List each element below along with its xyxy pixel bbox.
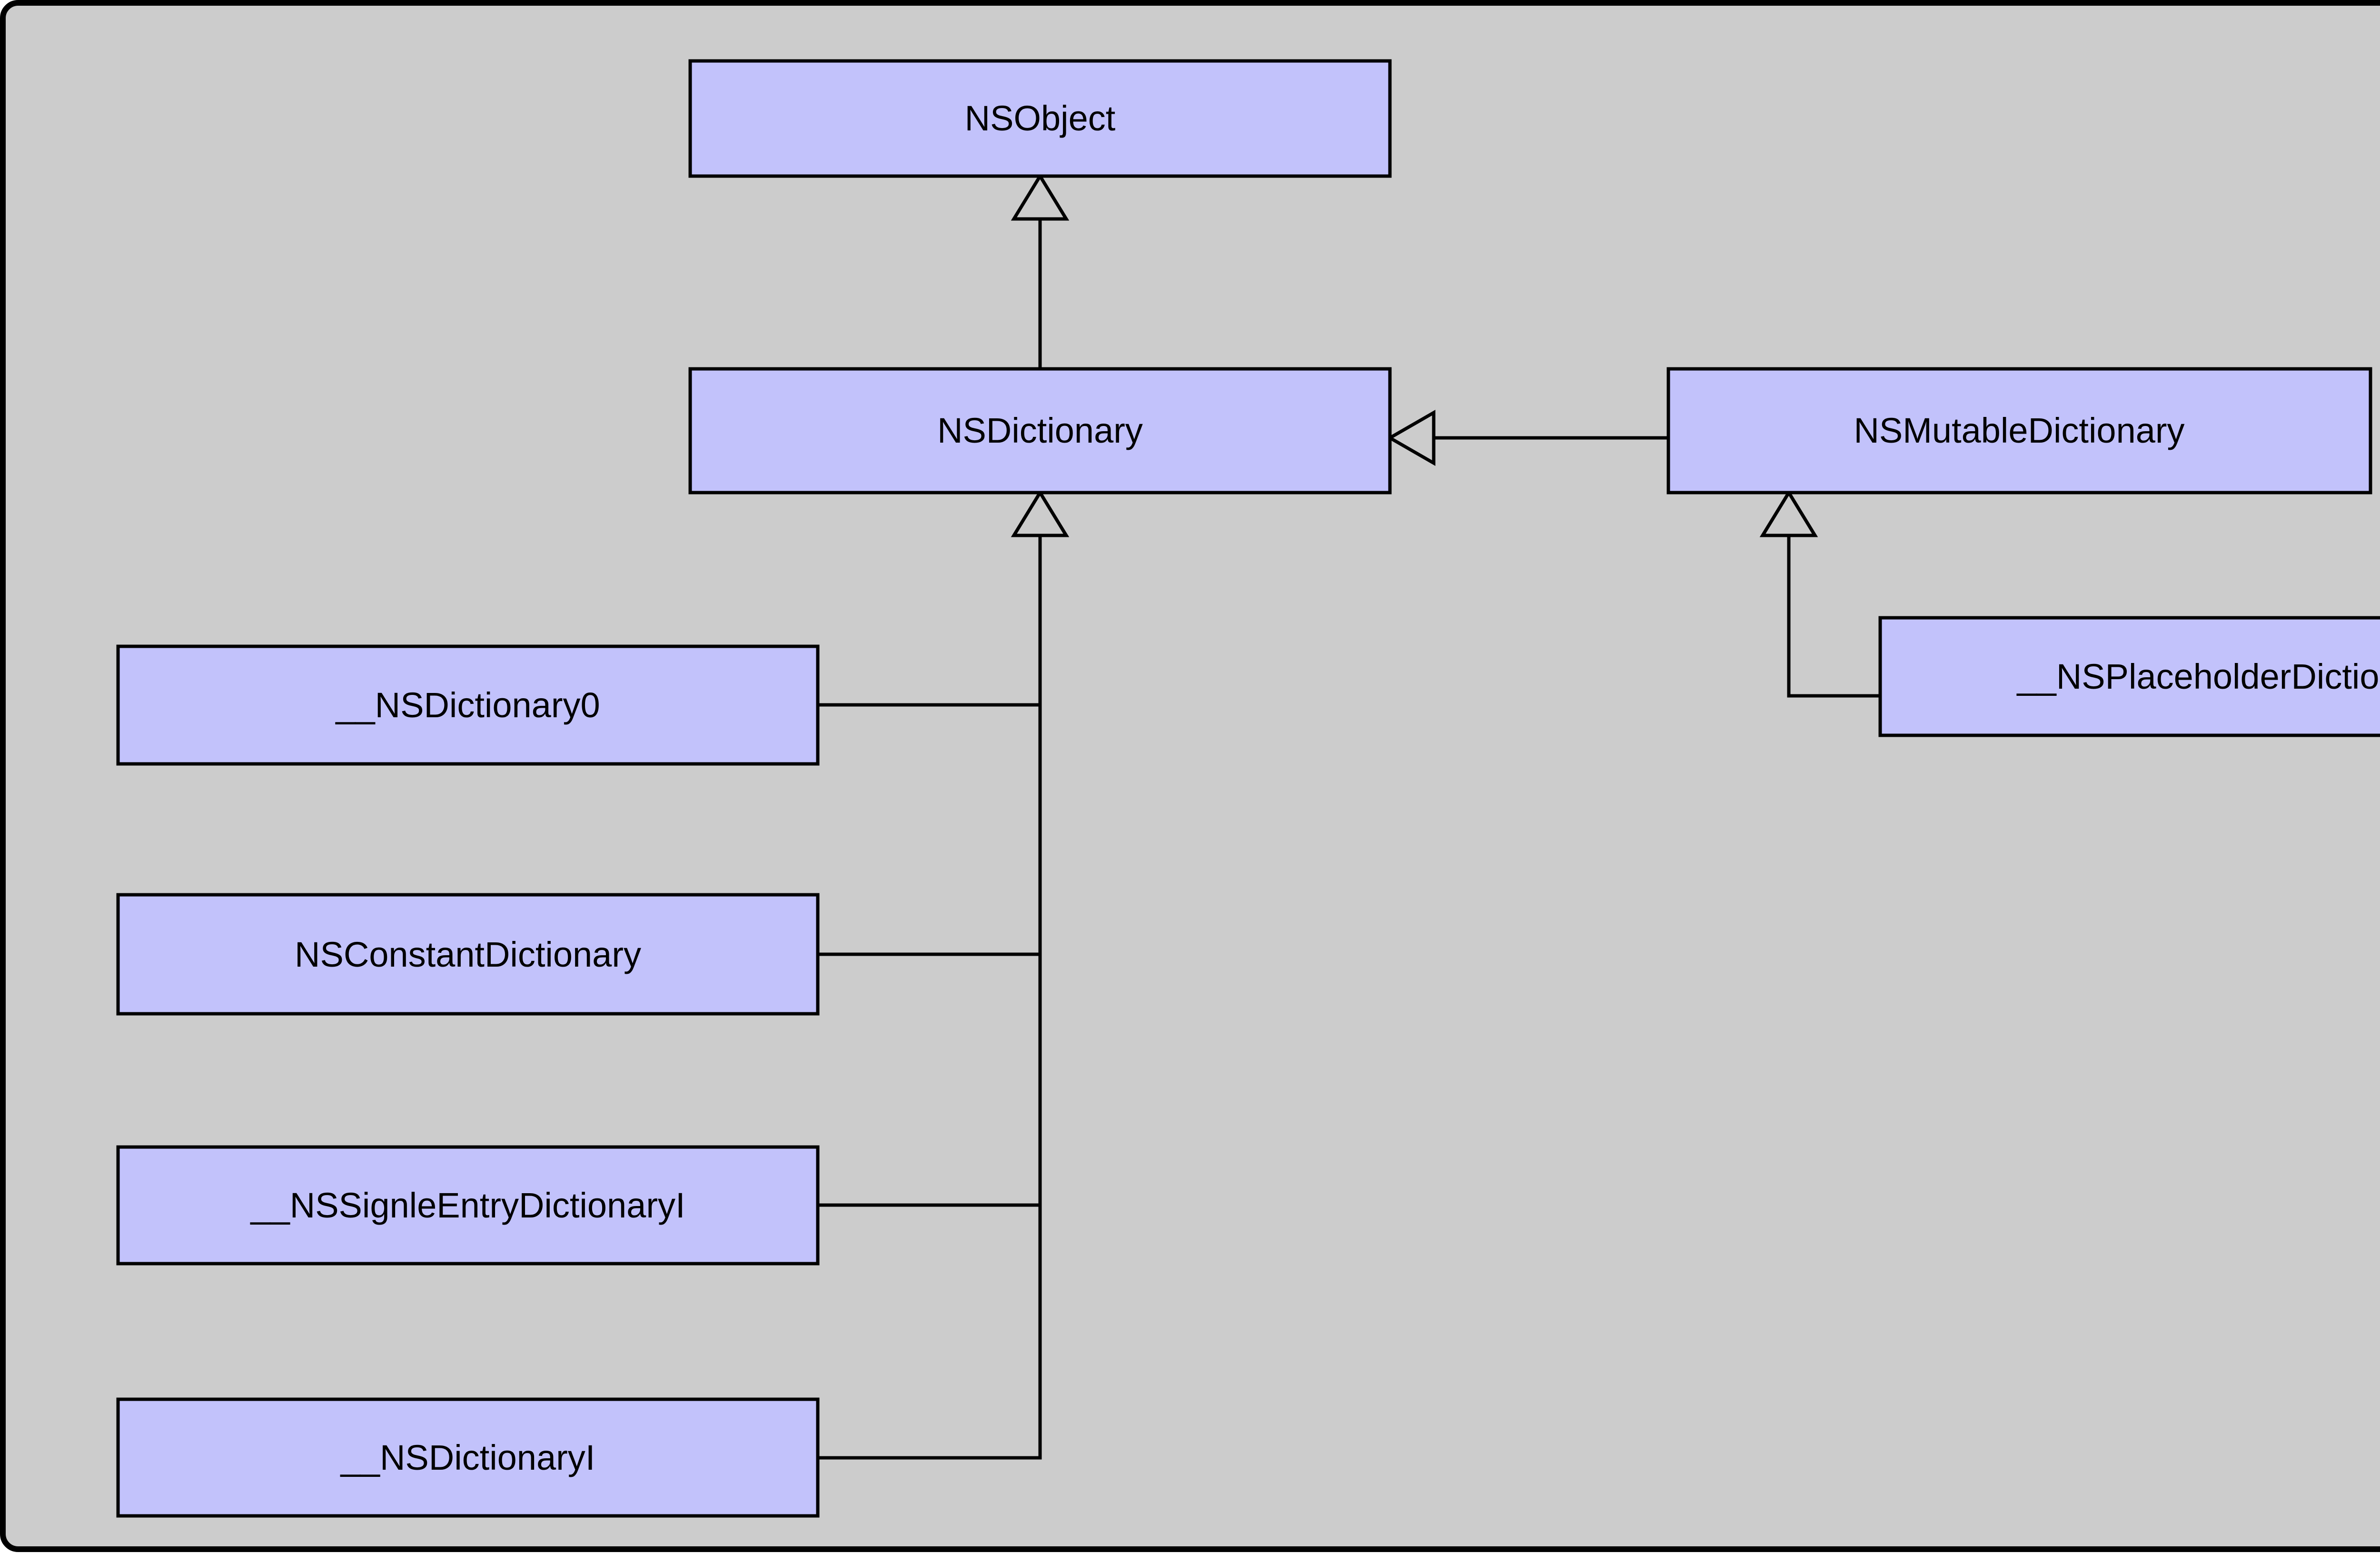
node-nsplaceholderdictionary[interactable]: __NSPlaceholderDictionary [1878, 616, 2380, 737]
node-nsdictionary0[interactable]: __NSDictionary0 [116, 644, 820, 766]
node-nsobject[interactable]: NSObject [688, 59, 1392, 178]
node-nssignleentrydictionaryi-box[interactable] [116, 1145, 820, 1266]
node-nsobject-label: NSObject [965, 99, 1116, 138]
node-nsdictionaryi-label: __NSDictionaryI [340, 1438, 595, 1477]
edge-nsmutabledictionary-to-nsdictionary-arrowhead [1386, 409, 1436, 466]
node-nsobject-box[interactable] [688, 59, 1392, 178]
node-nsdictionary0-box[interactable] [116, 644, 820, 766]
node-nssignleentrydictionaryi-label: __NSSignleEntryDictionaryI [249, 1186, 685, 1225]
edge-left-subclasses-arrowhead [1011, 489, 1070, 537]
node-nssignleentrydictionaryi[interactable]: __NSSignleEntryDictionaryI [116, 1145, 820, 1266]
edge-nsdictionary-to-nsobject-arrowhead [1011, 173, 1070, 221]
node-nsplaceholderdictionary-label: __NSPlaceholderDictionary [2016, 657, 2380, 696]
node-nsdictionary-box[interactable] [688, 367, 1392, 495]
node-nsconstantdictionary-box[interactable] [116, 893, 820, 1016]
node-nsconstantdictionary[interactable]: NSConstantDictionary [116, 893, 820, 1016]
node-nsdictionary0-label: __NSDictionary0 [335, 685, 600, 725]
node-nsconstantdictionary-label: NSConstantDictionary [295, 935, 641, 974]
node-nsdictionaryi[interactable]: __NSDictionaryI [116, 1397, 820, 1518]
edge-nsplaceholderdictionary-to-nsmutabledictionary-arrowhead [1759, 489, 1818, 537]
node-nsdictionary-label: NSDictionary [937, 411, 1143, 450]
node-nsmutabledictionary-label: NSMutableDictionary [1854, 411, 2184, 450]
node-nsmutabledictionary-box[interactable] [1666, 367, 2372, 495]
connector-layer [816, 173, 1882, 1460]
node-nsmutabledictionary[interactable]: NSMutableDictionary [1666, 367, 2372, 495]
node-nsplaceholderdictionary-box[interactable] [1878, 616, 2380, 737]
node-nsdictionary[interactable]: NSDictionary [688, 367, 1392, 495]
node-nsdictionaryi-box[interactable] [116, 1397, 820, 1518]
edge-nsplaceholderdictionary-to-nsmutabledictionary-line [1787, 531, 1882, 698]
